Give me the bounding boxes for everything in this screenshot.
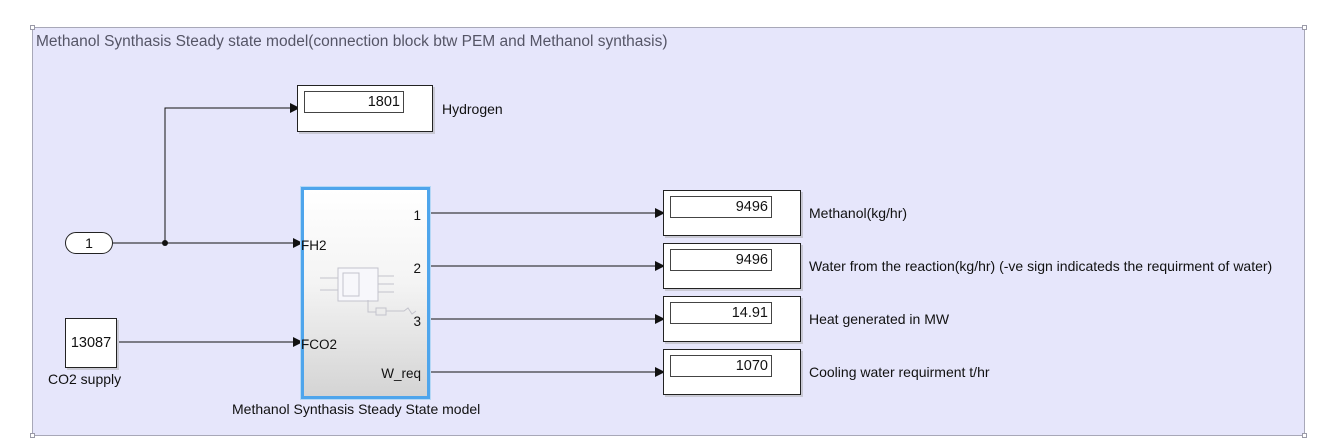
methanol-display-value: 9496 xyxy=(670,196,772,218)
arrowhead-fh2 xyxy=(293,238,303,248)
arrowhead-water xyxy=(655,261,665,271)
arrowhead-cooling xyxy=(655,367,665,377)
port-label-out3: 3 xyxy=(413,314,421,329)
branch-point xyxy=(162,240,168,246)
area-resize-handle-br[interactable] xyxy=(1302,433,1307,438)
subsystem-icon xyxy=(320,267,417,316)
arrowhead-methanol xyxy=(655,208,665,218)
subsystem-name-label: Methanol Synthasis Steady State model xyxy=(232,401,481,417)
port-label-out2: 2 xyxy=(413,261,421,276)
port-label-out1: 1 xyxy=(413,208,421,223)
port-label-fh2: FH2 xyxy=(301,238,327,253)
arrowhead-fco2 xyxy=(293,337,303,347)
water-display-value: 9496 xyxy=(670,249,772,271)
area-resize-handle-tr[interactable] xyxy=(1302,25,1307,30)
inport-block[interactable]: 1 xyxy=(65,232,113,254)
cooling-display-value: 1070 xyxy=(670,355,772,377)
water-display-block[interactable]: 9496 xyxy=(663,243,801,289)
area-resize-handle-tl[interactable] xyxy=(30,25,35,30)
area-resize-handle-bl[interactable] xyxy=(30,433,35,438)
hydrogen-label: Hydrogen xyxy=(442,101,503,117)
methanol-label: Methanol(kg/hr) xyxy=(809,205,908,221)
co2-supply-label: CO2 supply xyxy=(48,371,122,387)
cooling-label: Cooling water requirment t/hr xyxy=(809,364,990,380)
hydrogen-display-value: 1801 xyxy=(304,91,404,113)
arrowhead-heat xyxy=(655,314,665,324)
methanol-display-block[interactable]: 9496 xyxy=(663,190,801,236)
heat-label: Heat generated in MW xyxy=(809,311,950,327)
hydrogen-display-block[interactable]: 1801 xyxy=(297,85,433,132)
area-title: Methanol Synthasis Steady state model(co… xyxy=(36,33,668,50)
co2-constant-block[interactable]: 13087 xyxy=(65,318,117,368)
heat-display-block[interactable]: 14.91 xyxy=(663,296,801,342)
port-label-fco2: FCO2 xyxy=(301,337,338,352)
cooling-display-block[interactable]: 1070 xyxy=(663,349,801,395)
methanol-synthesis-subsystem[interactable]: FH2 FCO2 1 2 3 W_req xyxy=(301,187,430,399)
port-label-wreq: W_req xyxy=(381,366,421,381)
heat-display-value: 14.91 xyxy=(670,302,772,324)
signal-line-branch-hydrogen xyxy=(164,107,290,243)
water-label: Water from the reaction(kg/hr) (-ve sign… xyxy=(809,258,1273,274)
arrowhead-hydrogen xyxy=(290,103,300,113)
